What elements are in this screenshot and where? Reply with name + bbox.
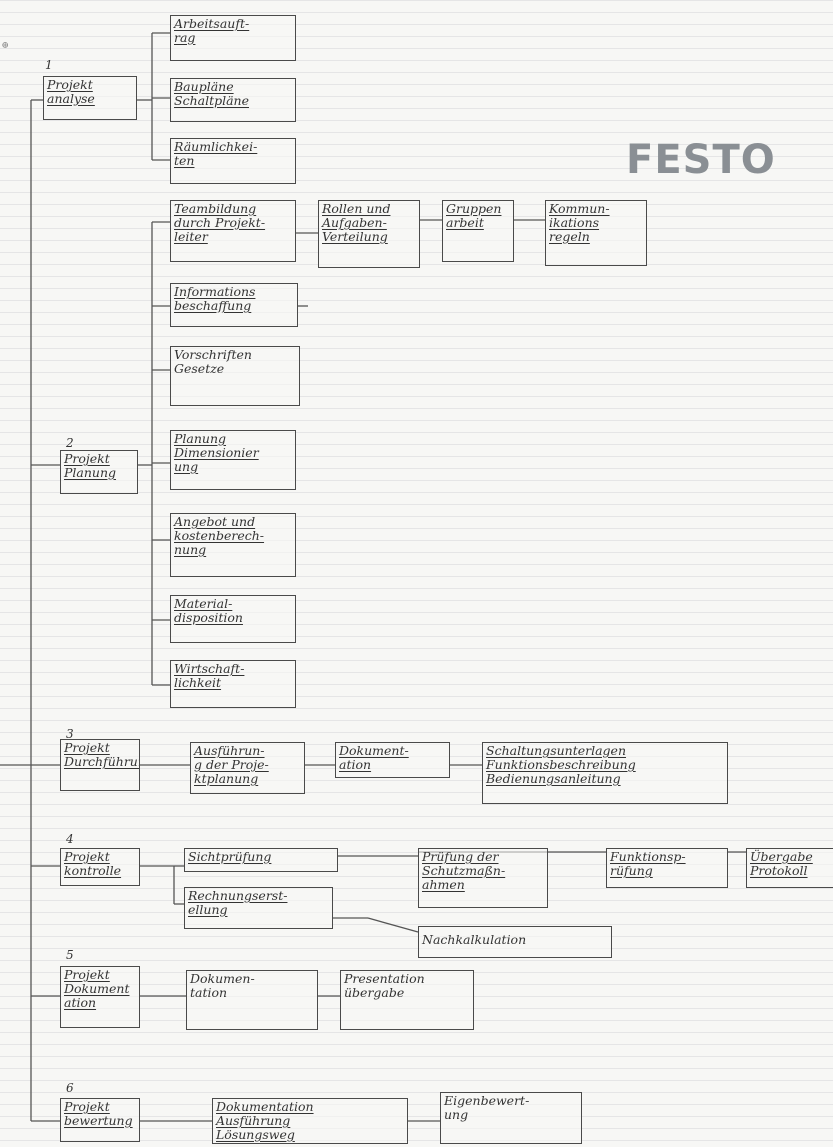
phase-number: 4 xyxy=(66,832,74,846)
phase-number: 3 xyxy=(66,727,74,741)
task-rechnungserstellung: Rechnungserst- ellung xyxy=(184,887,333,929)
task-nachkalkulation: Nachkalkulation xyxy=(418,926,612,958)
phase-box-projektplanung: Projekt Planung xyxy=(60,450,138,494)
task-pruefung-schutzmassnahmen: Prüfung der Schutzmaßn- ahmen xyxy=(418,848,548,908)
task-presentation-uebergabe: Presentation übergabe xyxy=(340,970,474,1030)
task-angebot-kostenberechnung: Angebot und kostenberech- nung xyxy=(170,513,296,577)
task-wirtschaftlichkeit: Wirtschaft- lichkeit xyxy=(170,660,296,708)
phase-box-projektkontrolle: Projekt kontrolle xyxy=(60,848,140,886)
task-eigenbewertung: Eigenbewert- ung xyxy=(440,1092,582,1144)
task-sichtpruefung: Sichtprüfung xyxy=(184,848,338,872)
task-raeumlichkeiten: Räumlichkei- ten xyxy=(170,138,296,184)
task-doku-loesungsweg: Dokumentation Ausführung Lösungsweg xyxy=(212,1098,408,1144)
phase-box-projektbewertung: Projekt bewertung xyxy=(60,1098,140,1142)
task-informationsbeschaffung: Informations beschaffung xyxy=(170,283,298,327)
task-bauplaene: Baupläne Schaltpläne xyxy=(170,78,296,122)
task-kommunikationsregeln: Kommun- ikations regeln xyxy=(545,200,647,266)
task-materialdisposition: Material- disposition xyxy=(170,595,296,643)
phase-number: 5 xyxy=(66,948,74,962)
task-rollen-aufgaben: Rollen und Aufgaben- Verteilung xyxy=(318,200,420,268)
festo-logo: FESTO xyxy=(626,137,776,183)
task-dokumentation-3: Dokument- ation xyxy=(335,742,450,778)
task-schaltungsunterlagen: Schaltungsunterlagen Funktionsbeschreibu… xyxy=(482,742,728,804)
task-arbeitsauftrag: Arbeitsauft- rag xyxy=(170,15,296,61)
task-vorschriften: Vorschriften Gesetze xyxy=(170,346,300,406)
task-dokumentation-5: Dokumen- tation xyxy=(186,970,318,1030)
task-planung-dimensionierung: Planung Dimensionier ung xyxy=(170,430,296,490)
task-ausfuehrung: Ausführun- g der Proje- ktplanung xyxy=(190,742,305,794)
phase-box-projektdurchfuehrung: Projekt Durchführung xyxy=(60,739,140,791)
phase-number: 1 xyxy=(45,58,53,72)
task-gruppenarbeit: Gruppen arbeit xyxy=(442,200,514,262)
phase-box-projektanalyse: Projekt analyse xyxy=(43,76,137,120)
task-uebergabeprotokoll: Übergabe Protokoll xyxy=(746,848,833,888)
phase-number: 2 xyxy=(66,436,74,450)
task-funktionspruefung: Funktionsp- rüfung xyxy=(606,848,728,888)
task-teambildung: Teambildung durch Projekt- leiter xyxy=(170,200,296,262)
phase-box-projektdokumentation: Projekt Dokument ation xyxy=(60,966,140,1028)
phase-number: 6 xyxy=(66,1081,74,1095)
